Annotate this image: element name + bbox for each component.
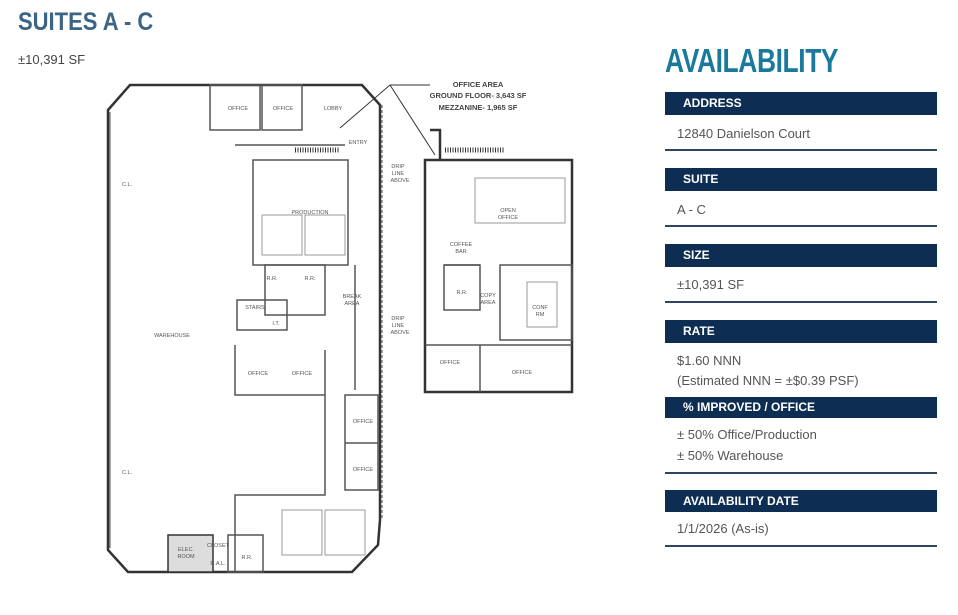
suite-value: A - C xyxy=(677,202,706,217)
suite-size: ±10,391 SF xyxy=(18,52,86,67)
elec-room xyxy=(167,534,214,573)
label-coffee-bar: BAR xyxy=(455,249,466,255)
label-office: OFFICE xyxy=(273,106,293,112)
label-it: I.T. xyxy=(272,321,280,327)
improved-warehouse-value: ± 50% Warehouse xyxy=(677,448,784,463)
address-header: ADDRESS xyxy=(665,92,937,115)
rate-estimated-nnn: (Estimated NNN = ±$0.39 PSF) xyxy=(677,373,859,388)
availability-date-value: 1/1/2026 (As-is) xyxy=(677,521,769,536)
improved-header: % IMPROVED / OFFICE xyxy=(665,397,937,418)
label-coffee-bar: COFFEE xyxy=(450,242,473,248)
floor-plan: OFFICE AREA GROUND FLOOR- 3,643 SF MEZZA… xyxy=(106,80,574,574)
office-area-note-line1: OFFICE AREA xyxy=(453,80,504,89)
label-copy-area: AREA xyxy=(481,300,496,306)
label-lobby: LOBBY xyxy=(324,106,343,112)
label-copy-area: COPY xyxy=(480,293,496,299)
label-ral: R.A.L. xyxy=(210,561,226,567)
label-cl: C.L. xyxy=(122,182,133,188)
availability-title: AVAILABILITY xyxy=(665,42,839,79)
label-break-area: AREA xyxy=(345,301,360,307)
improved-office-value: ± 50% Office/Production xyxy=(677,427,817,442)
label-rr: R.R. xyxy=(267,276,278,282)
size-value: ±10,391 SF xyxy=(677,277,745,292)
divider xyxy=(665,472,937,474)
office-area-note-line3: MEZZANINE- 1,965 SF xyxy=(439,103,518,112)
label-entry: ENTRY xyxy=(349,140,368,146)
label-drip-line: DRIP xyxy=(391,316,404,322)
divider xyxy=(665,225,937,227)
label-drip-line: LINE xyxy=(392,323,405,329)
label-office: OFFICE xyxy=(292,371,312,377)
label-stairs: STAIRS xyxy=(245,305,265,311)
label-warehouse: WAREHOUSE xyxy=(154,333,190,339)
label-rr: R.R. xyxy=(305,276,316,282)
size-header: SIZE xyxy=(665,244,937,267)
label-cl: C.L. xyxy=(122,470,133,476)
label-open-office: OFFICE xyxy=(498,215,518,221)
building-outline xyxy=(106,83,382,574)
rate-header: RATE xyxy=(665,320,937,343)
suite-header: SUITE xyxy=(665,168,937,191)
divider xyxy=(665,301,937,303)
divider xyxy=(665,149,937,151)
label-rr: R.R. xyxy=(457,290,468,296)
label-elec-room: ROOM xyxy=(177,554,195,560)
label-open-office: OPEN xyxy=(500,208,516,214)
label-office: OFFICE xyxy=(512,370,532,376)
label-office: OFFICE xyxy=(353,419,373,425)
office-area-note-line2: GROUND FLOOR- 3,643 SF xyxy=(430,91,527,100)
rate-value: $1.60 NNN xyxy=(677,353,742,368)
label-conf-rm: CONF xyxy=(532,305,548,311)
divider xyxy=(665,545,937,547)
label-office: OFFICE xyxy=(353,467,373,473)
label-production: PRODUCTION xyxy=(292,210,329,216)
label-drip-line: ABOVE xyxy=(391,330,410,336)
page-title: SUITES A - C xyxy=(18,8,154,36)
label-office: OFFICE xyxy=(440,360,460,366)
label-office: OFFICE xyxy=(228,106,248,112)
address-value: 12840 Danielson Court xyxy=(677,126,810,141)
label-drip-line: ABOVE xyxy=(391,178,410,184)
label-conf-rm: RM xyxy=(536,312,545,318)
label-drip-line: LINE xyxy=(392,171,405,177)
label-drip-line: DRIP xyxy=(391,164,404,170)
label-rr: R.R. xyxy=(242,555,253,561)
availability-date-header: AVAILABILITY DATE xyxy=(665,490,937,512)
label-elec-room: ELEC. xyxy=(178,547,194,553)
label-break-area: BREAK xyxy=(343,294,362,300)
mezzanine-outline xyxy=(423,158,574,394)
label-closet: CLOSET xyxy=(207,543,230,549)
label-office: OFFICE xyxy=(248,371,268,377)
